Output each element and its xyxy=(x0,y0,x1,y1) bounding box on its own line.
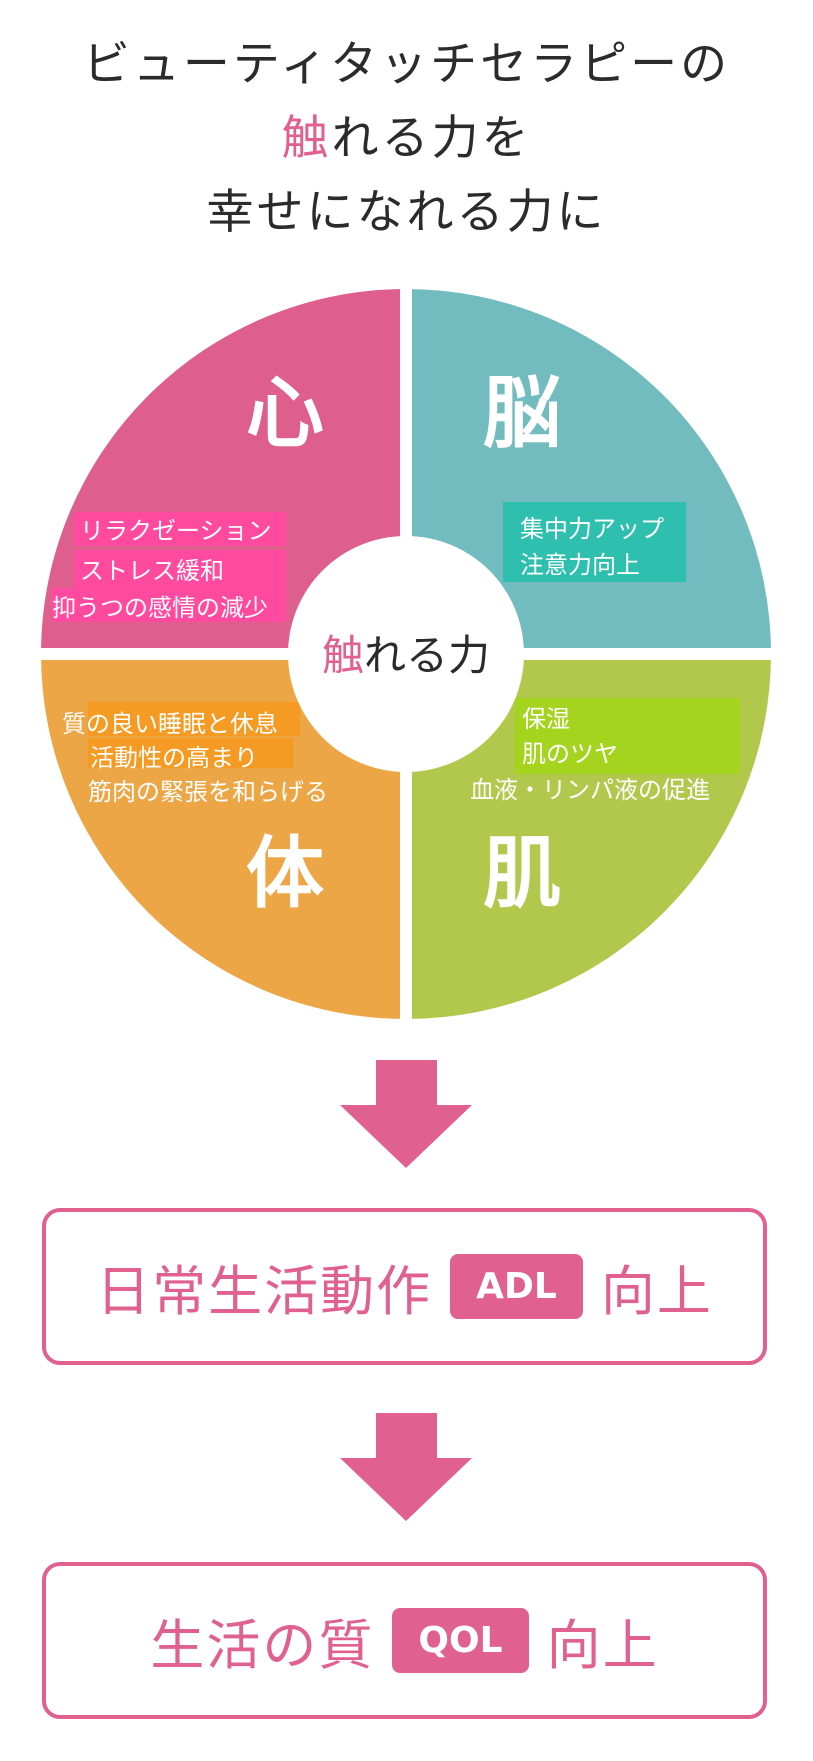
result-suffix: 向上 xyxy=(546,1614,659,1677)
result-box-qol: 生活の質 QOL 向上 xyxy=(42,1562,767,1719)
brain-label: 脳 xyxy=(483,369,561,459)
qol-badge: QOL xyxy=(392,1608,529,1673)
body-item: 質の良い睡眠と休息 xyxy=(62,710,278,738)
title-line-2-rest: れる力を xyxy=(331,111,532,166)
mind-item: リラクゼーション xyxy=(80,517,272,545)
mind-item: ストレス緩和 xyxy=(80,557,224,585)
title-line-2: 触れる力を xyxy=(0,102,813,176)
down-arrow-icon xyxy=(340,1060,472,1168)
body-label: 体 xyxy=(246,829,324,919)
mind-highlight-1 xyxy=(74,512,286,546)
result-text: 生活の質 xyxy=(150,1614,375,1677)
mind-highlight-2 xyxy=(74,550,286,588)
center-highlight: 触 xyxy=(322,631,364,680)
result-suffix: 向上 xyxy=(600,1260,713,1323)
result-box-adl: 日常生活動作 ADL 向上 xyxy=(42,1208,767,1365)
mind-label: 心 xyxy=(246,369,324,459)
skin-label: 肌 xyxy=(483,829,561,919)
result-text: 日常生活動作 xyxy=(96,1260,433,1323)
body-item: 活動性の高まり xyxy=(90,744,258,772)
brain-item: 集中力アップ xyxy=(520,515,664,543)
body-highlight-1 xyxy=(88,702,300,736)
skin-item: 肌のツヤ xyxy=(522,740,618,768)
brain-highlight xyxy=(503,502,686,582)
title-line-3: 幸せになれる力に xyxy=(206,185,607,240)
down-arrow-icon xyxy=(340,1413,472,1521)
skin-item: 血液・リンパ液の促進 xyxy=(470,776,710,804)
skin-highlight xyxy=(515,698,740,774)
mind-highlight-3 xyxy=(52,588,286,622)
center-rest: れる力 xyxy=(364,631,490,680)
touch-power-diagram: 心 脳 体 肌 リラクゼーション ストレス緩和 抑うつの感情の減少 集中力アップ… xyxy=(30,280,790,1030)
body-highlight-2 xyxy=(88,738,293,768)
adl-badge: ADL xyxy=(450,1254,583,1319)
mind-item: 抑うつの感情の減少 xyxy=(52,594,268,622)
skin-item: 保湿 xyxy=(522,705,570,733)
title-highlight: 触 xyxy=(281,111,332,166)
title-line-1: ビューティタッチセラピーの xyxy=(82,37,731,92)
page-title: ビューティタッチセラピーの 触れる力を 幸せになれる力に xyxy=(0,28,813,250)
body-item: 筋肉の緊張を和らげる xyxy=(88,778,328,806)
center-label: 触れる力 xyxy=(322,631,490,680)
center-circle xyxy=(288,536,524,772)
brain-item: 注意力向上 xyxy=(520,551,640,579)
